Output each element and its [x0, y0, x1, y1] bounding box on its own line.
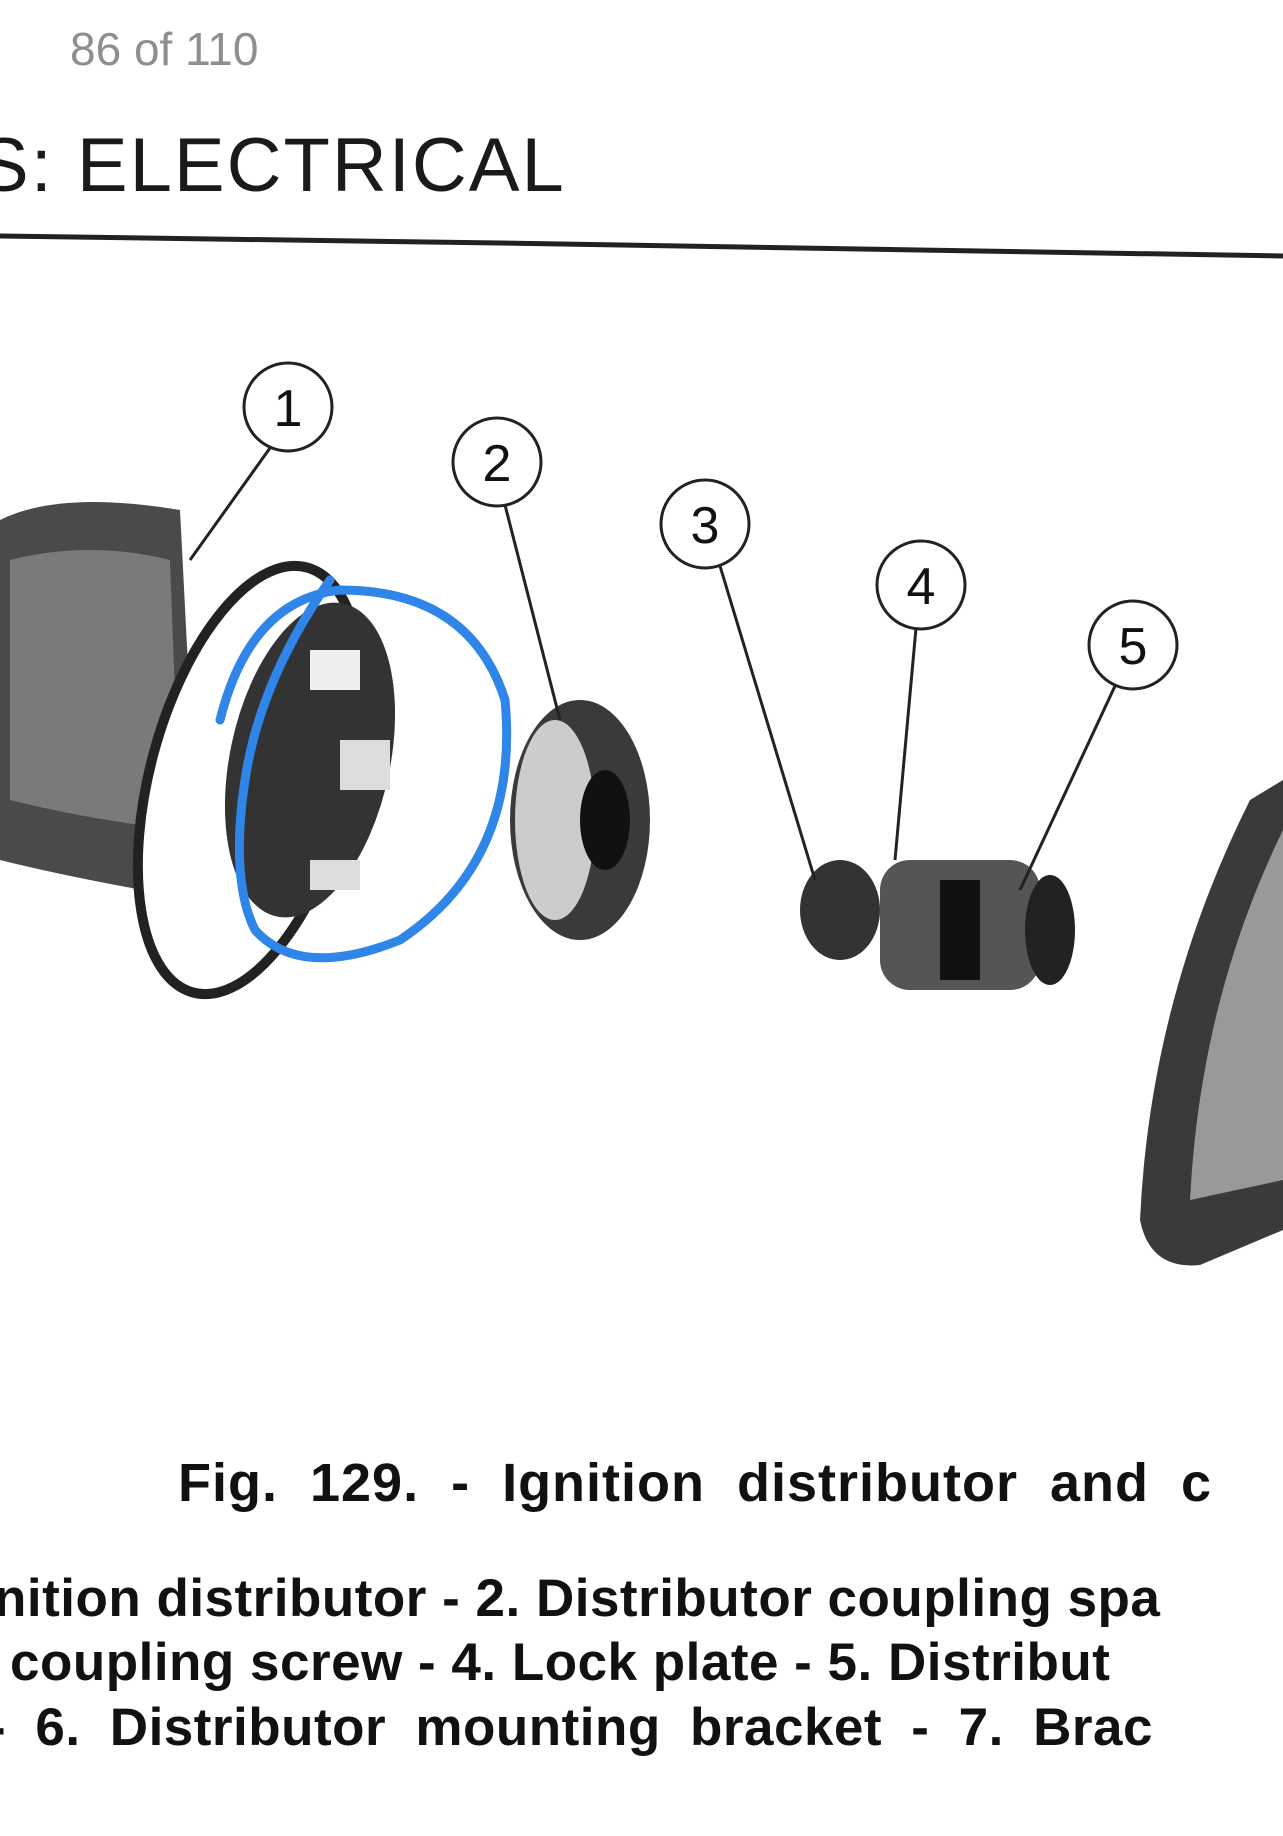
- callout-2: [451, 416, 543, 508]
- exploded-diagram: 1 2 3 4 5: [0, 361, 1283, 1266]
- figure-caption: Fig. 129. - Ignition distributor and c: [178, 1453, 1213, 1513]
- callout-label-2: 2: [483, 435, 512, 493]
- header-rule: [0, 233, 1283, 259]
- page-indicator: 86 of 110: [70, 23, 259, 75]
- legend-line-3: - 6. Distributor mounting bracket - 7. B…: [0, 1698, 1153, 1757]
- callout-1: [242, 361, 334, 453]
- callout-label-3: 3: [691, 497, 720, 555]
- blue-circle-annotation: [215, 575, 512, 963]
- callout-5: [1087, 599, 1179, 691]
- callout-4: [875, 539, 967, 631]
- ignition-distributor-drawing: [0, 502, 396, 1000]
- coupling-spacer-drawing: [510, 700, 650, 940]
- callout-label-1: 1: [274, 380, 303, 438]
- section-title: S: ELECTRICAL: [0, 123, 566, 208]
- screw-lockplate-drawing: [800, 860, 1075, 990]
- callout-3: [659, 478, 751, 570]
- callout-label-5: 5: [1119, 618, 1148, 676]
- legend-line-2: coupling screw - 4. Lock plate - 5. Dist…: [10, 1633, 1111, 1692]
- mounting-bracket-drawing: [1140, 780, 1283, 1266]
- callout-label-4: 4: [907, 558, 936, 616]
- leader-lines: [188, 447, 1117, 891]
- legend-line-1: nition distributor - 2. Distributor coup…: [0, 1569, 1161, 1628]
